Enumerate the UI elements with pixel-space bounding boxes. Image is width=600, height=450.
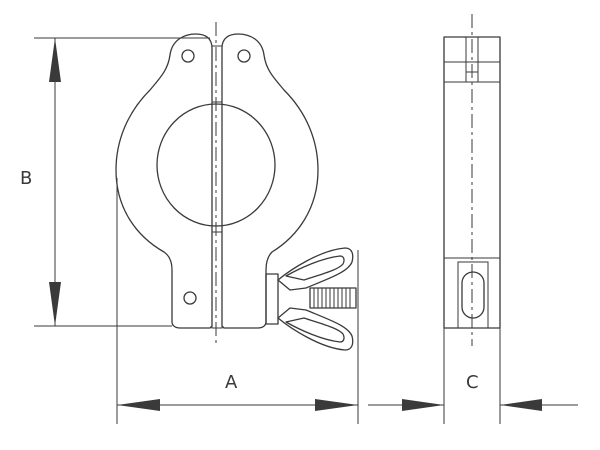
a-arrow-left — [117, 399, 160, 411]
left-half-outline — [115, 33, 213, 329]
dimension-a — [116, 178, 359, 424]
bottom-joint — [211, 231, 223, 329]
thread-lines — [313, 288, 351, 308]
bottom-hole — [183, 291, 197, 305]
dimension-b — [34, 37, 210, 327]
top-hinge — [211, 45, 223, 103]
front-view — [115, 22, 357, 351]
dimension-a-label: A — [225, 372, 238, 393]
dimension-c-label: C — [466, 372, 479, 393]
side-screw-end — [461, 271, 485, 319]
wing-nut — [265, 247, 357, 351]
wing-top — [277, 247, 354, 291]
wing-bottom — [277, 307, 354, 351]
side-view — [443, 14, 501, 346]
wing-bottom-inner — [285, 317, 345, 343]
a-arrow-right — [315, 399, 358, 411]
c-arrow-left — [402, 399, 444, 411]
wing-top-inner — [285, 255, 345, 281]
dimension-c — [368, 328, 578, 424]
screw-thread — [309, 287, 357, 309]
c-arrow-right — [500, 399, 542, 411]
dimension-b-label: B — [20, 168, 33, 189]
top-left-hole — [181, 49, 195, 63]
side-top-slot — [465, 36, 479, 83]
b-arrow-bottom — [49, 282, 61, 326]
inner-bore — [156, 103, 276, 227]
b-arrow-top — [49, 38, 61, 82]
right-half-outline — [221, 33, 319, 329]
top-right-hole — [237, 49, 251, 63]
nut-body — [265, 273, 279, 325]
